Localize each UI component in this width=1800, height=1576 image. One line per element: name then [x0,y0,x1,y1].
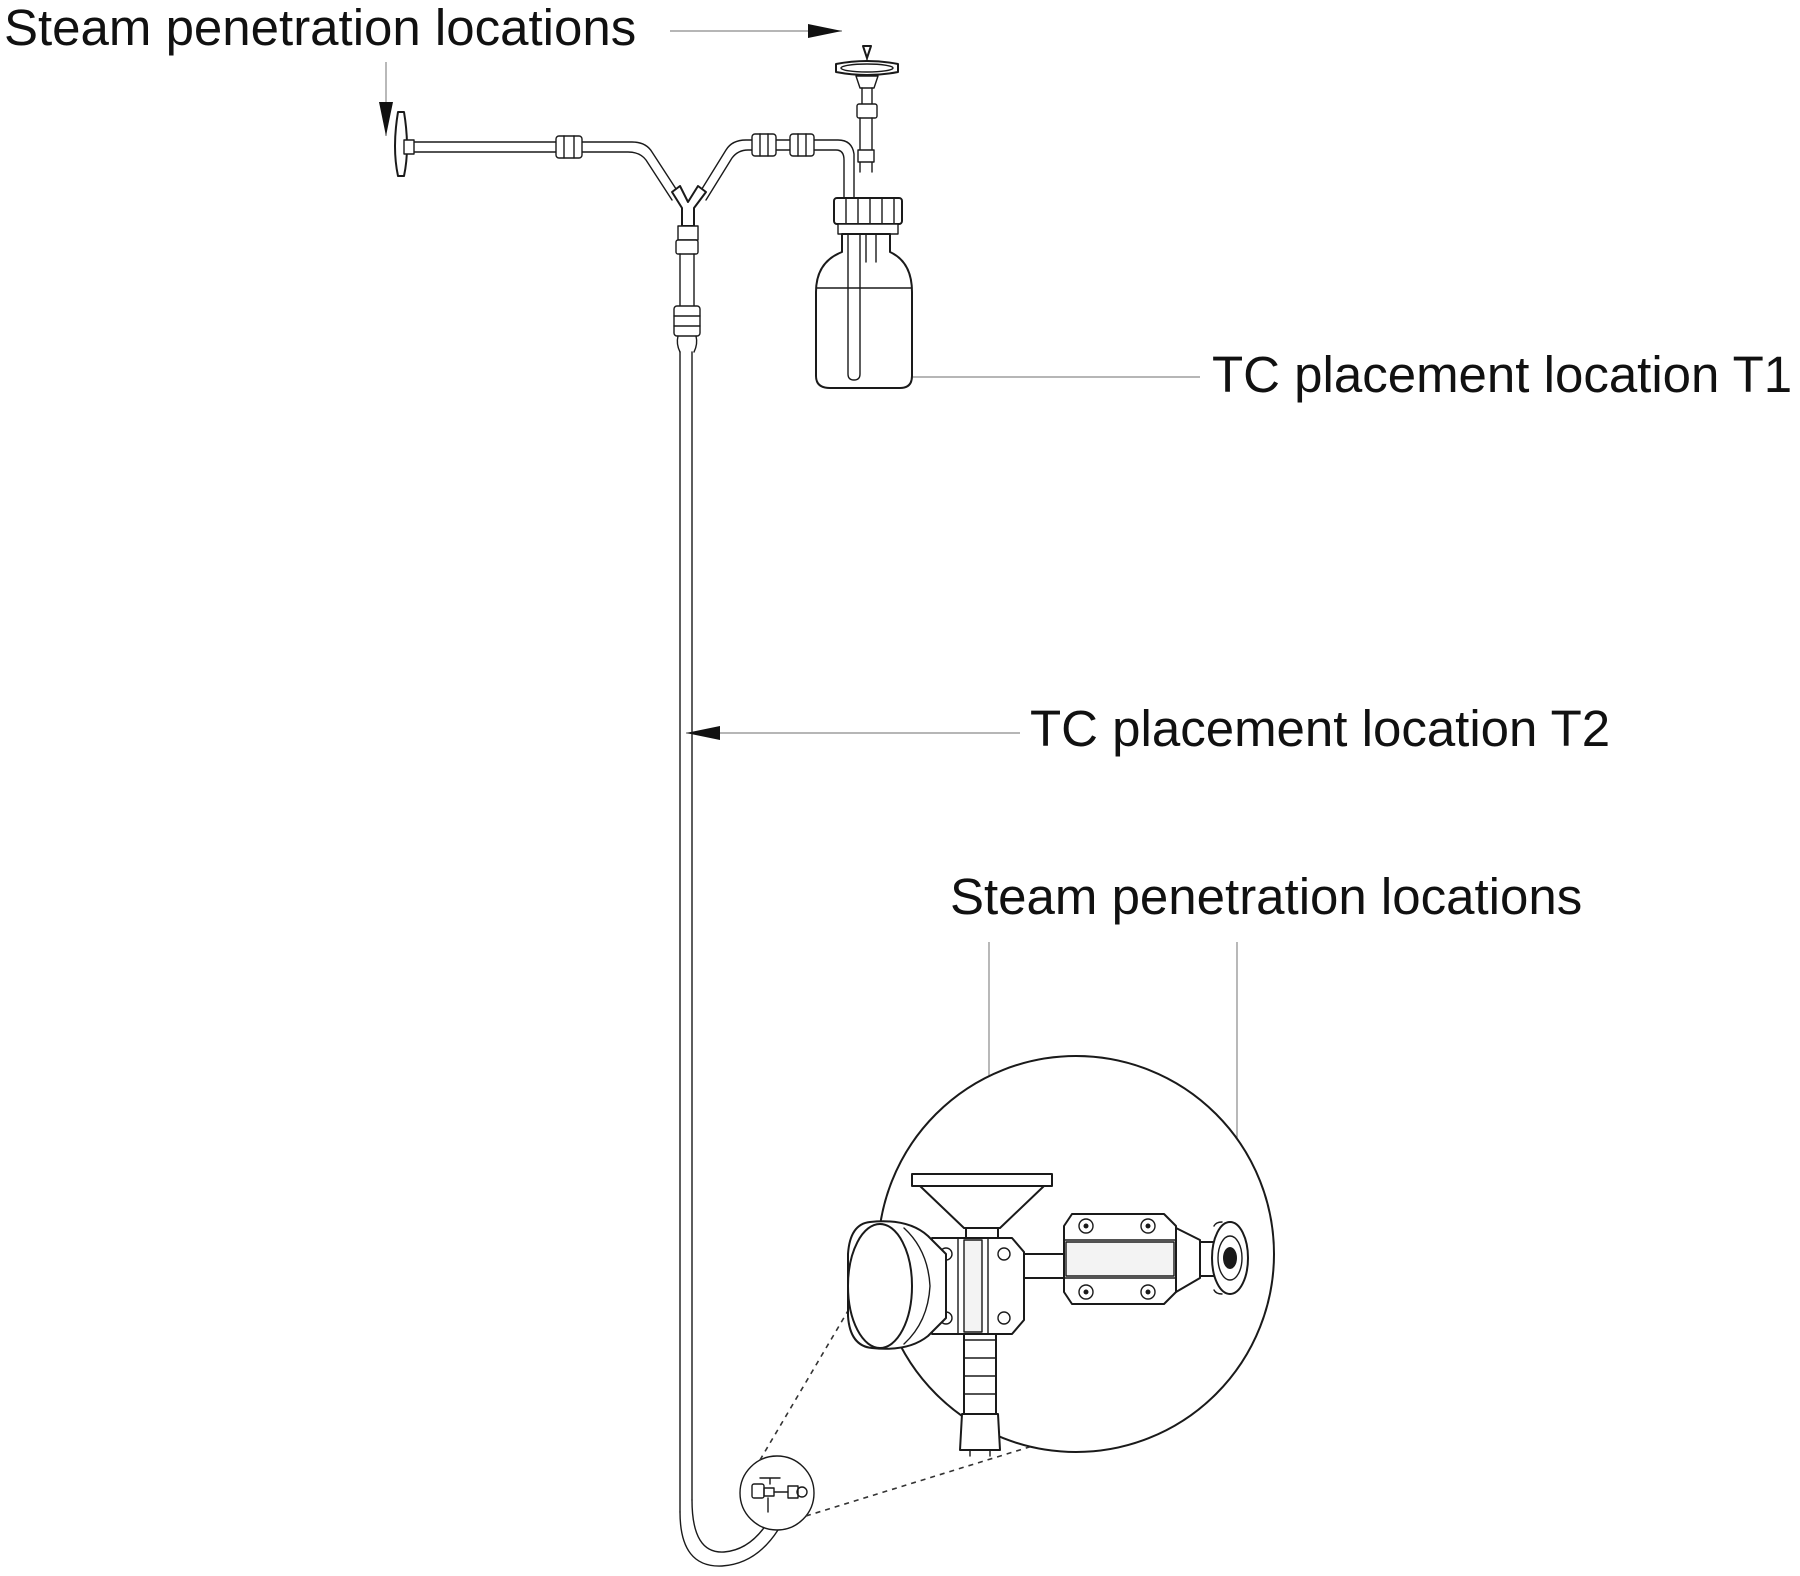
detail-small-circle [739,1455,815,1531]
hose-barb [959,1317,1001,1457]
right-flange [1211,1221,1249,1295]
valve-knob [847,1220,947,1350]
left-flange [394,111,408,177]
steam-penetration-label-bottom: Steam penetration locations [950,868,1582,925]
y-connector [671,185,707,227]
tc-placement-label-t2: TC placement location T2 [1030,700,1610,757]
detail-callout [739,1303,1053,1531]
bottle-body [815,233,913,389]
leader-arrows [379,24,1244,1200]
vent-filter [835,45,899,173]
tc-placement-label-t1: TC placement location T1 [1212,346,1792,403]
detail-enlarged-view [847,1055,1275,1457]
tubing-assembly [394,111,855,1567]
bottle-cap [833,197,903,225]
bottle-assembly [815,45,913,389]
left-coupling [555,135,583,159]
valve-body [931,1237,1025,1335]
right-coupling-b [789,133,815,157]
steam-penetration-label-top: Steam penetration locations [4,0,636,56]
right-coupling-a [751,133,777,157]
vertical-coupling [673,305,701,337]
clamp-block [1063,1213,1177,1305]
